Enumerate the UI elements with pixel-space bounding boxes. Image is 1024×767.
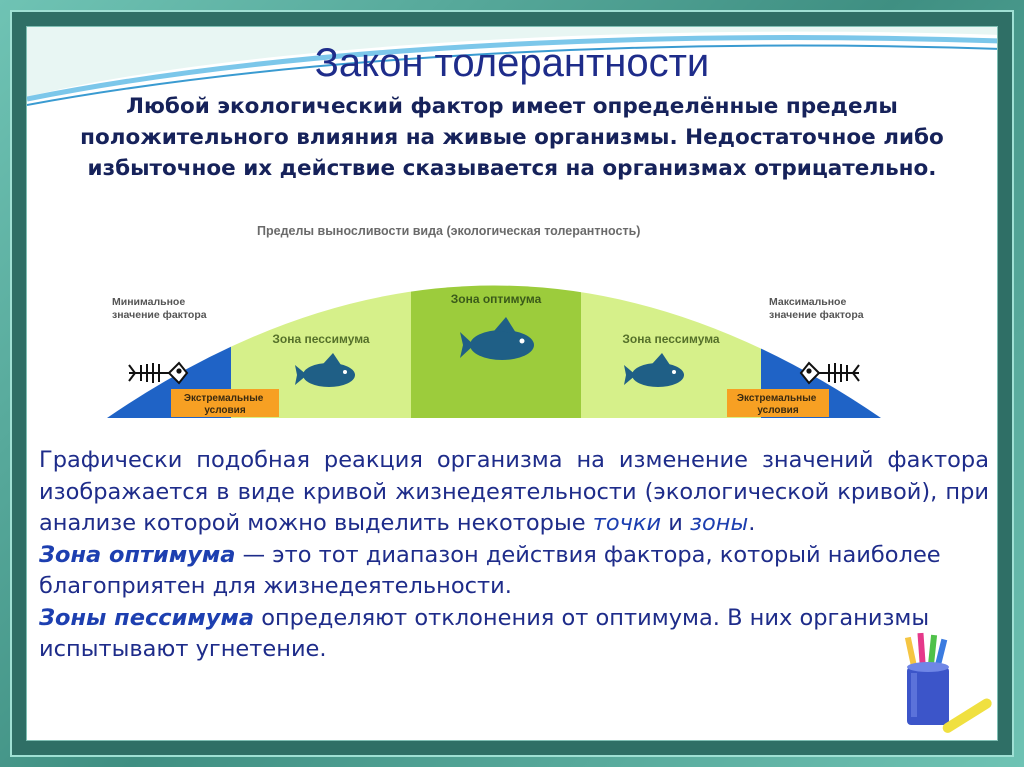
explanation-text: Графически подобная реакция организма на… bbox=[39, 445, 989, 666]
fish-icon bbox=[624, 353, 684, 387]
body-line: Графически подобная реакция организма на… bbox=[39, 447, 989, 473]
max-label-line: значение фактора bbox=[769, 309, 864, 321]
extreme-left-line: условия bbox=[204, 405, 245, 416]
pencil-cup-icon bbox=[904, 632, 992, 733]
max-label-line: Максимальное bbox=[769, 296, 846, 308]
body-line: благоприятен для жизнедеятельности. bbox=[39, 573, 512, 599]
svg-text:Экстремальные условия: Экстремальные условия bbox=[184, 393, 266, 416]
diagram-caption: Пределы выносливости вида (экологическая… bbox=[257, 224, 640, 238]
extreme-right-box: Экстремальные условия bbox=[727, 389, 829, 417]
slide-canvas: Закон толерантности Любой экологический … bbox=[26, 26, 998, 741]
extreme-left-line: Экстремальные bbox=[184, 393, 264, 404]
tolerance-diagram: Пределы выносливости вида (экологическая… bbox=[107, 213, 881, 421]
fish-skeleton-icon bbox=[799, 361, 860, 385]
body-line: анализе которой можно выделить некоторые… bbox=[39, 508, 989, 540]
body-line: Зона оптимума — это тот диапазон действи… bbox=[39, 540, 989, 572]
body-text-span: и bbox=[661, 510, 691, 536]
fish-icon bbox=[295, 353, 355, 387]
lead-line: положительного влияния на живые организм… bbox=[80, 125, 944, 150]
slide-title: Закон толерантности bbox=[314, 41, 710, 85]
term-points: точки bbox=[592, 510, 662, 536]
min-label: Минимальное значение фактора bbox=[112, 296, 207, 321]
header-swoosh bbox=[27, 27, 997, 106]
extreme-right-line: условия bbox=[757, 405, 798, 416]
term-optimum-zone: Зона оптимума bbox=[39, 541, 236, 568]
body-text-span: — это тот диапазон действия фактора, кот… bbox=[235, 541, 941, 568]
extreme-right-line: Экстремальные bbox=[737, 393, 817, 404]
optimum-label: Зона оптимума bbox=[451, 292, 542, 306]
lead-line: Любой экологический фактор имеет определ… bbox=[126, 94, 898, 119]
max-label: Максимальное значение фактора bbox=[769, 296, 864, 321]
body-line: испытывают угнетение. bbox=[39, 636, 327, 662]
term-pessimum-zones: Зоны пессимума bbox=[39, 604, 255, 631]
min-label-line: Минимальное bbox=[112, 296, 185, 308]
pessimum-right-label: Зона пессимума bbox=[622, 332, 720, 346]
body-line: изображается в виде кривой жизнедеятельн… bbox=[39, 478, 989, 505]
extreme-left-box: Экстремальные условия bbox=[171, 389, 279, 417]
body-text-span: . bbox=[748, 510, 756, 536]
body-line: Зоны пессимума определяют отклонения от … bbox=[39, 603, 989, 635]
body-text-span: определяют отклонения от оптимума. В них… bbox=[254, 604, 930, 631]
term-zones: зоны bbox=[690, 510, 749, 536]
lead-line: избыточное их действие сказывается на ор… bbox=[87, 156, 937, 181]
lead-paragraph: Любой экологический фактор имеет определ… bbox=[41, 91, 983, 184]
fish-icon bbox=[460, 317, 534, 360]
svg-text:Экстремальные условия: Экстремальные условия bbox=[737, 393, 819, 416]
fish-skeleton-icon bbox=[128, 361, 189, 385]
pessimum-left-label: Зона пессимума bbox=[272, 332, 370, 346]
min-label-line: значение фактора bbox=[112, 309, 207, 321]
body-text-span: анализе которой можно выделить некоторые bbox=[39, 510, 593, 536]
